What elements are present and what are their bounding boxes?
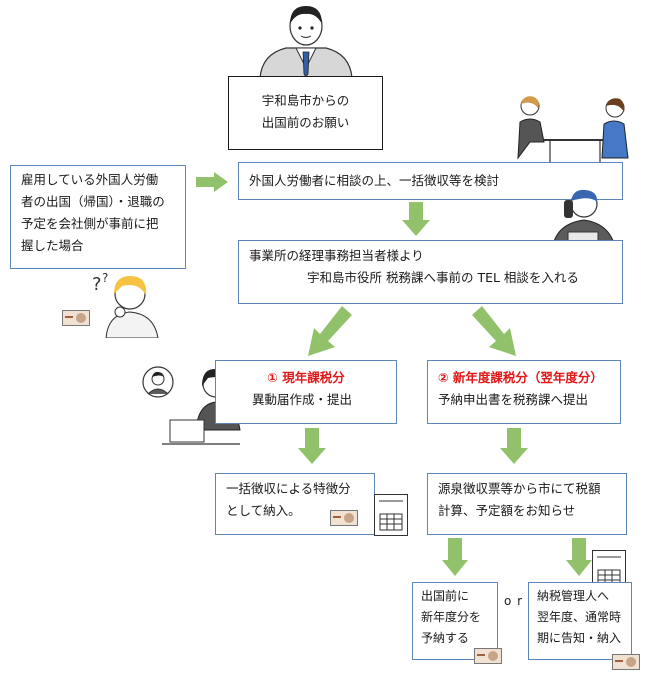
request-line-1: 宇和島市からの (261, 93, 350, 108)
step-phone-consult-box: 事業所の経理事務担当者様より 宇和島市役所 税務課へ事前の TEL 相談を入れる (238, 240, 623, 304)
option-tax-agent-box: 納税管理人へ 翌年度、通常時 期に告知・納入 (528, 582, 632, 660)
svg-text:?: ? (92, 274, 102, 295)
employer-line-1: 雇用している外国人労働 (21, 172, 159, 187)
step-phone-line-2: 宇和島市役所 税務課へ事前の TEL 相談を入れる (307, 269, 579, 285)
employer-line-4: 握した場合 (21, 237, 84, 253)
city-official-illustration (259, 6, 353, 78)
branch-next-year-title: ② 新年度課税分（翌年度分） (438, 370, 603, 385)
tax-document-icon (374, 494, 408, 536)
arrow-right-1 (196, 172, 228, 192)
option-prepay-line-2: 新年度分を (421, 610, 482, 624)
arrow-down-2 (298, 428, 326, 464)
arrow-down-3 (500, 428, 528, 464)
branch-current-year-box: ① 現年課税分 異動届作成・提出 (215, 360, 397, 424)
result-city-calculation-box: 源泉徴収票等から市にて税額 計算、予定額をお知らせ (427, 473, 627, 535)
avatar-icon (142, 366, 174, 398)
result-city-line-1: 源泉徴収票等から市にて税額 (438, 481, 601, 496)
branch-current-year-title: ① 現年課税分 (267, 370, 345, 385)
employer-situation-box: 雇用している外国人労働 者の出国（帰国）・退職の 予定を会社側が事前に把 握した… (10, 165, 186, 269)
branch-next-year-body: 予納申出書を税務課へ提出 (438, 391, 589, 407)
arrow-down-4 (442, 538, 468, 576)
thinking-woman-illustration: ? ? (92, 271, 159, 338)
arrow-down-1 (402, 202, 430, 236)
yen-banknote-icon (474, 648, 502, 664)
step-consult-text: 外国人労働者に相談の上、一括徴収等を検討 (249, 173, 500, 188)
option-agent-line-1: 納税管理人へ (537, 589, 610, 603)
option-prepay-line-3: 予納する (421, 631, 470, 645)
arrow-down-right (472, 306, 516, 356)
yen-banknote-icon (612, 654, 640, 670)
option-agent-line-3: 期に告知・納入 (537, 631, 622, 645)
consultation-illustration (517, 96, 629, 164)
option-prepay-line-1: 出国前に (421, 589, 470, 603)
or-separator: o r (504, 594, 524, 608)
branch-current-year-body: 異動届作成・提出 (252, 391, 353, 407)
result-special-line-2: として納入。 (226, 502, 301, 518)
svg-text:?: ? (102, 271, 108, 285)
branch-next-year-box: ② 新年度課税分（翌年度分） 予納申出書を税務課へ提出 (427, 360, 621, 424)
step-phone-line-1: 事業所の経理事務担当者様より (249, 248, 424, 263)
result-city-line-2: 計算、予定額をお知らせ (438, 502, 576, 518)
request-box: 宇和島市からの 出国前のお願い (228, 76, 383, 150)
request-line-2: 出国前のお願い (261, 114, 350, 130)
arrow-down-left (308, 306, 352, 356)
yen-banknote-icon (62, 310, 90, 326)
arrow-down-5 (566, 538, 592, 576)
employer-line-3: 予定を会社側が事前に把 (21, 215, 159, 231)
step-consult-box: 外国人労働者に相談の上、一括徴収等を検討 (238, 162, 623, 200)
option-prepay-box: 出国前に 新年度分を 予納する (412, 582, 498, 660)
employer-line-2: 者の出国（帰国）・退職の (21, 193, 165, 209)
result-special-line-1: 一括徴収による特徴分 (226, 481, 351, 496)
option-agent-line-2: 翌年度、通常時 (537, 610, 622, 624)
yen-banknote-icon (330, 510, 358, 526)
